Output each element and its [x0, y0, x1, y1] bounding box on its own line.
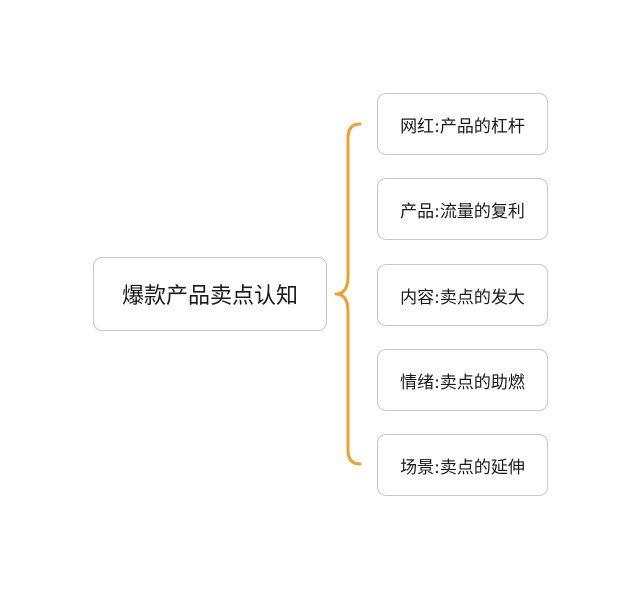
child-node-product: 产品:流量的复利	[377, 178, 548, 240]
child-node-scene: 场景:卖点的延伸	[377, 434, 548, 496]
root-node: 爆款产品卖点认知	[93, 257, 327, 331]
brace-path	[334, 122, 362, 466]
curly-brace-connector	[334, 122, 362, 466]
child-node-influencer: 网红:产品的杠杆	[377, 93, 548, 155]
child-node-content: 内容:卖点的发大	[377, 264, 548, 326]
child-node-emotion: 情绪:卖点的助燃	[377, 349, 548, 411]
